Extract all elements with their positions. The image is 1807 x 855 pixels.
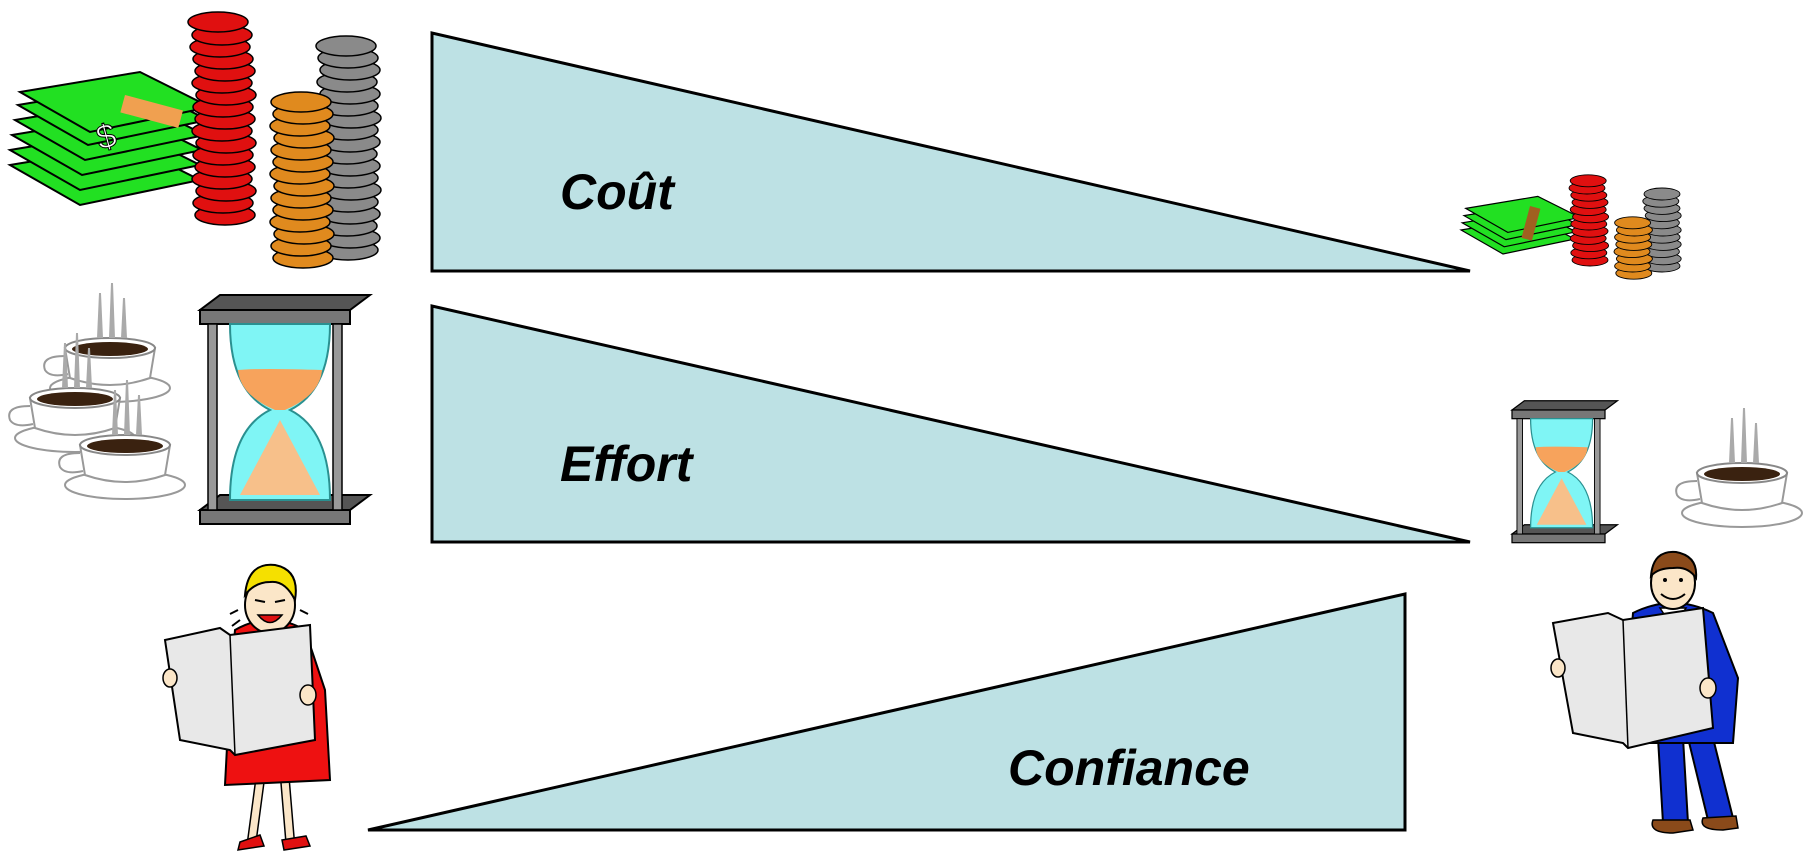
effort-label: Effort (560, 436, 695, 492)
hourglass-icon (199, 294, 371, 525)
confidence-label: Confiance (1008, 740, 1250, 796)
coffee-cups-icon (8, 282, 186, 500)
confidence-wedge (367, 592, 1407, 832)
money-stack-icon (1460, 174, 1682, 280)
cost-label: Coût (560, 164, 676, 220)
cost-wedge (430, 31, 1471, 273)
upset-reader-icon (162, 563, 332, 851)
hourglass-icon (1511, 400, 1619, 544)
money-stack-icon: $ (9, 11, 382, 269)
effort-wedge (430, 304, 1471, 544)
coffee-cups-icon (1675, 407, 1803, 528)
happy-reader-icon (1550, 550, 1740, 834)
